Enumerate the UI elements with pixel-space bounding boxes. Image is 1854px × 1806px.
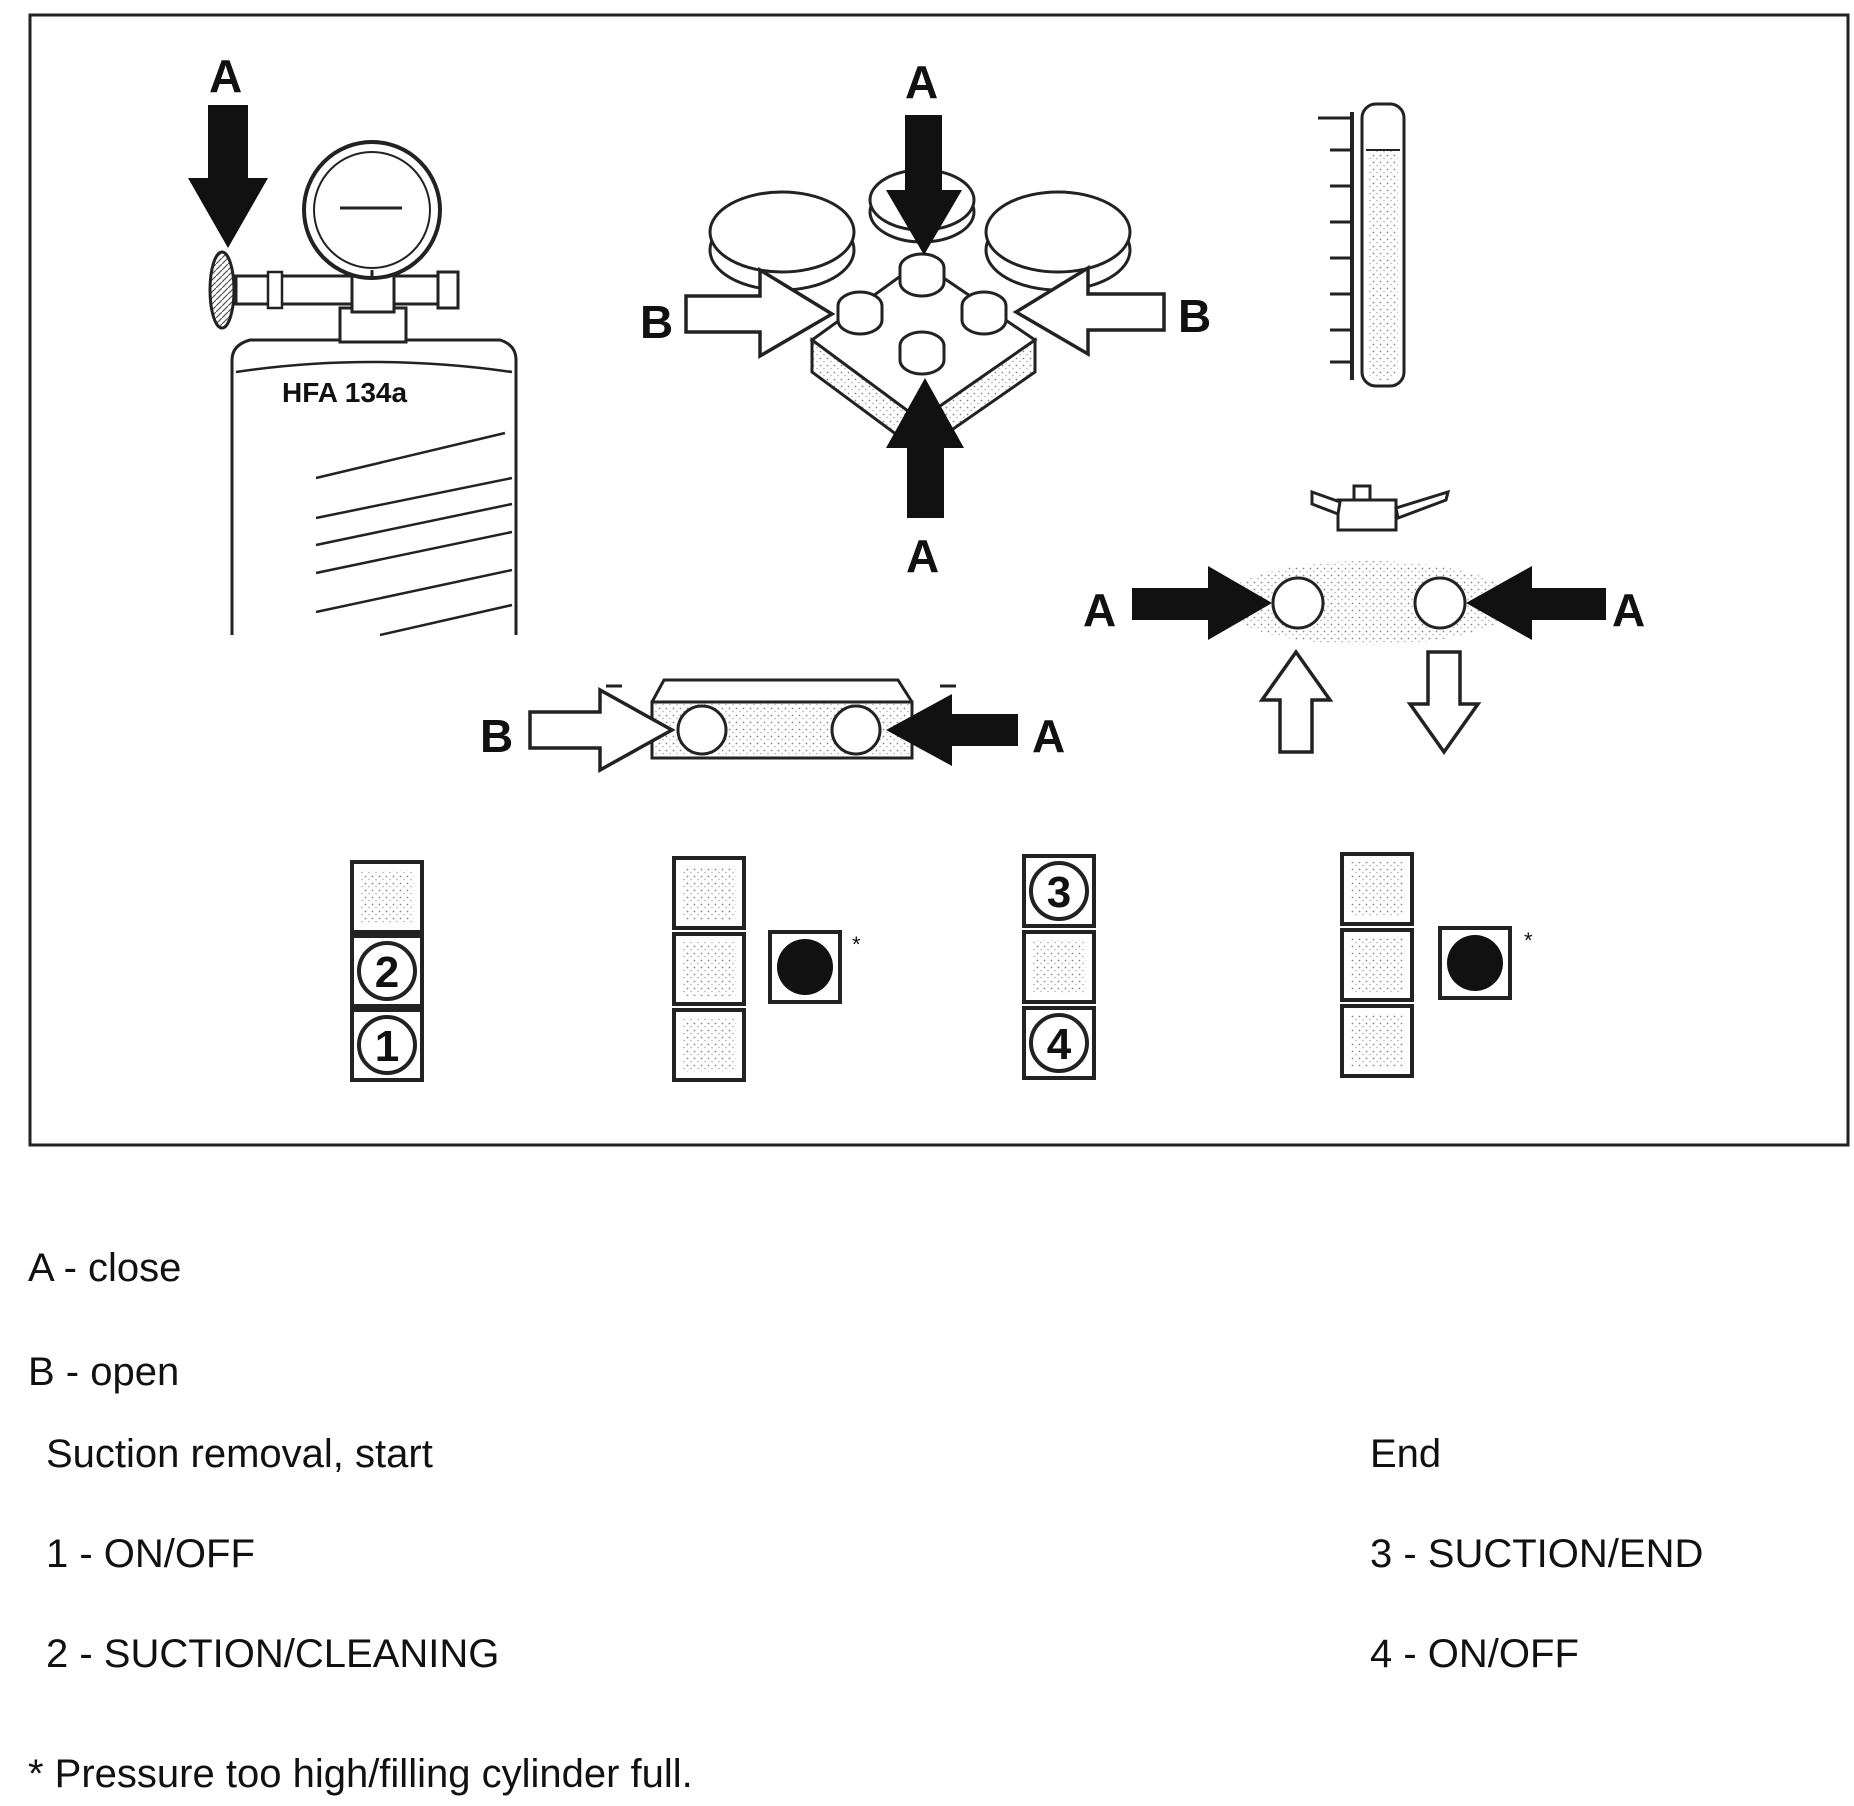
manifold-gauge-right-icon [984,190,1132,292]
asterisk: * [852,932,861,957]
arrow-down-outline-icon [1406,650,1482,756]
oil-can-icon [1310,484,1451,532]
arrow-a-close-top: A [886,56,962,255]
key-panel-end: 3 4 [1022,854,1096,1080]
callout-a: A [906,530,939,582]
key-panel-start: 2 1 [350,860,424,1082]
arrow-a-close-oil-left: A [1083,566,1272,640]
refrigerant-diagram: HFA 134a A [28,13,1850,1147]
asterisk: * [1524,928,1533,953]
valve-block-horizontal [606,678,956,760]
key-number: 3 [1047,868,1071,917]
arrow-a-close-bottom: A [886,378,964,582]
legend-step-3: 3 - SUCTION/END [1370,1532,1704,1576]
legend-end-heading: End [1370,1432,1442,1476]
callout-b: B [480,710,513,762]
legend-b-open: B - open [28,1350,180,1394]
key-panel-end-running: * [1340,852,1533,1078]
callout-b: B [1178,290,1211,342]
manifold-gauge-left-icon [708,190,856,292]
key-number: 2 [375,948,399,997]
callout-a: A [1083,584,1116,636]
arrow-a-close-oil-right: A [1466,566,1645,640]
refrigerant-cylinder: HFA 134a [230,338,518,637]
oil-valve-assembly [1222,561,1514,645]
diagram-frame [28,13,1850,1147]
legend-step-2: 2 - SUCTION/CLEANING [46,1632,500,1676]
manifold-knobs [836,252,1008,376]
filling-cylinder-scale [1318,102,1406,388]
key-panel-running: * [672,856,861,1082]
cylinder-valve [208,250,460,344]
legend-a-close: A - close [28,1246,182,1290]
pressure-gauge-icon [302,140,442,280]
callout-b: B [640,296,673,348]
legend-suction-start-heading: Suction removal, start [46,1432,433,1476]
legend-step-4: 4 - ON/OFF [1370,1632,1579,1676]
callout-a: A [209,50,242,102]
cylinder-label: HFA 134a [282,377,407,408]
arrow-a-close-cylinder: A [188,50,268,248]
arrow-up-outline-icon [1258,648,1334,754]
callout-a: A [1032,710,1065,762]
arrow-b-open-right: B [1012,264,1211,358]
legend-step-1: 1 - ON/OFF [46,1532,255,1576]
arrow-b-open-left: B [640,266,836,360]
key-number: 4 [1047,1020,1072,1069]
arrow-a-close-horizontal: A [886,694,1065,766]
arrow-b-open-horizontal: B [480,687,676,773]
callout-a: A [905,56,938,108]
legend-footnote: * Pressure too high/filling cylinder ful… [28,1752,693,1796]
key-number: 1 [375,1022,399,1071]
callout-a: A [1612,584,1645,636]
